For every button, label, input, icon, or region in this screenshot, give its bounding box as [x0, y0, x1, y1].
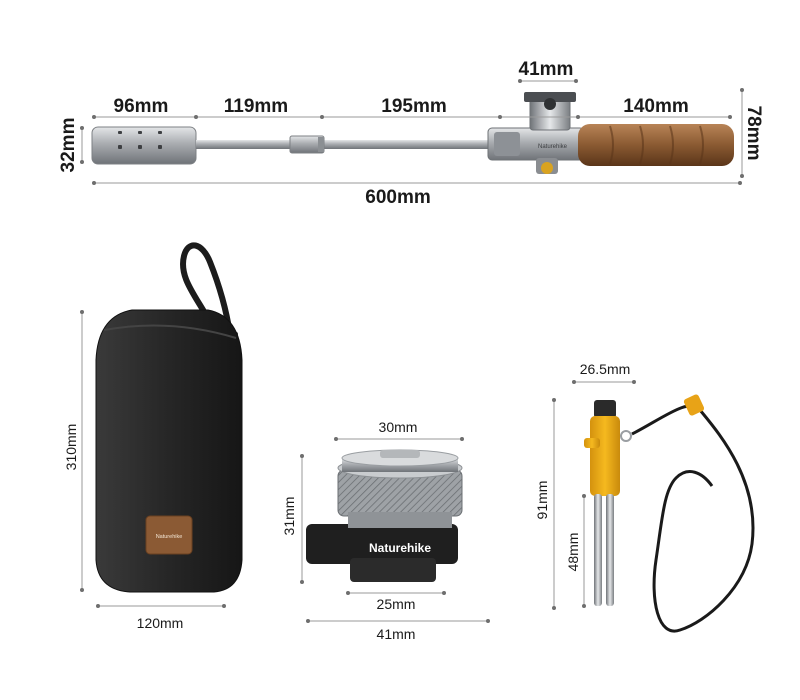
- torch-height-label: 78mm: [743, 106, 764, 161]
- torch-tube: [196, 140, 496, 149]
- fire-starter-height-label: 91mm: [534, 481, 550, 520]
- torch-tube-length-label: 119mm: [224, 96, 288, 117]
- case-height-label: 310mm: [63, 424, 79, 471]
- fire-starter-rod-1: [594, 494, 602, 606]
- adapter-base-bracket: [306, 524, 458, 564]
- adapter-bottom-diameter-label: 25mm: [377, 596, 416, 612]
- torch: Naturehike: [91, 92, 734, 174]
- torch-valve-width-label: 41mm: [519, 59, 574, 80]
- adapter-height-label: 31mm: [281, 497, 297, 536]
- case-leather-badge: [145, 515, 193, 555]
- gas-adapter: Naturehike: [306, 449, 463, 582]
- case-dimension-lines: [80, 310, 226, 608]
- torch-wood-handle: [578, 124, 734, 166]
- storage-case: Naturehike: [95, 242, 243, 593]
- fire-starter: [584, 394, 755, 633]
- case-brand-mark: Naturehike: [156, 534, 183, 540]
- torch-brand-mark: Naturehike: [538, 144, 568, 150]
- fire-starter-width-label: 26.5mm: [580, 361, 631, 377]
- torch-burner-length-label: 96mm: [114, 96, 169, 117]
- case-body: [95, 309, 243, 593]
- adapter-brand-label: Naturehike: [369, 541, 431, 555]
- case-width-label: 120mm: [137, 615, 184, 631]
- adapter-base-width-label: 41mm: [377, 626, 416, 642]
- case-lanyard-loop: [180, 242, 233, 337]
- torch-burner-head: [91, 126, 197, 165]
- fire-starter-yellow-handle: [590, 416, 620, 496]
- fire-starter-rod-2: [606, 494, 614, 606]
- fire-starter-dimension-lines: [552, 380, 636, 610]
- torch-total-length-label: 600mm: [365, 187, 431, 208]
- torch-shaft-length-label: 195mm: [381, 96, 447, 117]
- adapter-dimension-lines: [300, 437, 490, 623]
- fire-starter-rod-length-label: 48mm: [565, 533, 581, 572]
- fire-starter-cap: [594, 400, 616, 418]
- fire-starter-lanyard: [631, 404, 755, 633]
- torch-dimension-lines: [80, 79, 744, 185]
- torch-handle-length-label: 140mm: [623, 96, 689, 117]
- adapter-top-diameter-label: 30mm: [379, 419, 418, 435]
- torch-burner-diameter-label: 32mm: [58, 118, 79, 173]
- burner-vent-holes: [118, 131, 162, 149]
